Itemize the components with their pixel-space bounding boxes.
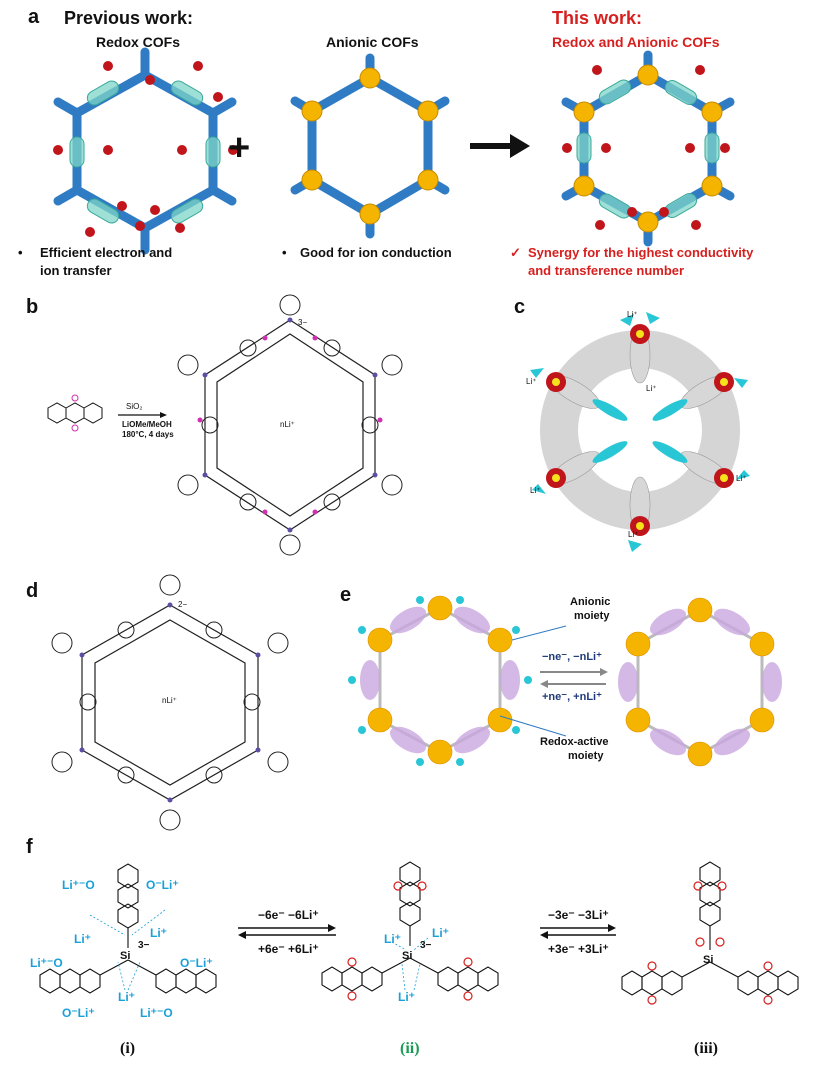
li-label-ii-2: Li⁺ — [432, 926, 449, 940]
anionic-cofs-label: Anionic COFs — [326, 34, 419, 50]
previous-work-title: Previous work: — [64, 8, 194, 28]
si-label-iii: Si — [703, 954, 714, 966]
li-label-c-2: Li⁺ — [526, 377, 537, 386]
bullet-2-text: Good for ion conduction — [300, 245, 452, 260]
nli-center-b: nLi⁺ — [280, 420, 295, 429]
o-li-label-i-1: O⁻Li⁺ — [146, 878, 179, 892]
bullet-1-dot: • — [18, 245, 23, 260]
check-icon: ✓ — [510, 245, 521, 260]
oxygen-atoms-left — [53, 61, 238, 237]
label-iii: (iii) — [694, 1040, 718, 1057]
li-o-label-i-2: Li⁺⁻O — [30, 956, 63, 970]
structure-iii — [621, 861, 799, 996]
anionic-nodes-right — [573, 64, 723, 233]
eq2-forward-label: −3e⁻ −3Li⁺ — [548, 908, 609, 922]
panel-label-c: c — [514, 296, 526, 318]
panel-label-e: e — [340, 584, 352, 606]
redox-cofs-label: Redox COFs — [96, 34, 181, 50]
eq2-backward-label: +3e⁻ +3Li⁺ — [548, 942, 609, 956]
bullet-3-line-1: Synergy for the highest conductivity — [528, 245, 754, 260]
li-o-label-i-3: Li⁺⁻O — [140, 1006, 173, 1020]
o-li-label-i-2: O⁻Li⁺ — [180, 956, 213, 970]
eq1-backward-label: +6e⁻ +6Li⁺ — [258, 942, 319, 956]
li-label-ii-1: Li⁺ — [384, 932, 401, 946]
label-i: (i) — [120, 1040, 136, 1057]
redox-units-left — [69, 80, 221, 224]
li-label-c-5: Li⁺ — [530, 486, 541, 495]
si-label-ii: Si — [402, 950, 413, 962]
this-work-subtitle: Redox and Anionic COFs — [552, 34, 720, 50]
conditions-line-2: 180°C, 4 days — [122, 430, 174, 439]
oxygen-atoms-right — [562, 65, 730, 230]
li-label-c-3: Li⁺ — [646, 384, 657, 393]
charge-label-i: 3− — [138, 940, 150, 951]
nli-center-d: nLi⁺ — [162, 696, 177, 705]
si-label-i: Si — [120, 950, 131, 962]
panel-label-b: b — [26, 296, 39, 318]
forward-reaction: −ne⁻, −nLi⁺ — [542, 651, 602, 663]
panel-label-f: f — [26, 836, 33, 858]
charge-d: 2− — [178, 600, 188, 609]
o-li-label-i-3: O⁻Li⁺ — [62, 1006, 95, 1020]
bullet-3-line-2: and transference number — [528, 263, 685, 278]
li-label-ii-3: Li⁺ — [398, 990, 415, 1004]
redox-moiety-label-1: Redox-active — [540, 736, 609, 748]
li-label-i-2: Li⁺ — [150, 926, 167, 940]
conditions-line-1: LiOMe/MeOH — [122, 420, 172, 429]
reagent-label: SiO₂ — [126, 402, 143, 411]
arrow-right — [470, 134, 530, 158]
this-work-title: This work: — [552, 8, 643, 28]
backward-reaction: +ne⁻, +nLi⁺ — [542, 691, 602, 703]
charge-b: 3− — [298, 318, 308, 327]
li-label-c-1: Li⁺ — [627, 310, 638, 319]
label-ii: (ii) — [400, 1040, 420, 1057]
structure-ii — [321, 861, 499, 992]
panel-label-a: a — [28, 6, 40, 28]
bullet-1-line-2: ion transfer — [40, 263, 112, 278]
li-label-c-6: Li⁺ — [628, 530, 639, 539]
monomer-structure — [47, 402, 103, 424]
li-label-c-4: Li⁺ — [736, 474, 747, 483]
plus-sign: + — [228, 127, 250, 169]
li-o-label-i-1: Li⁺⁻O — [62, 878, 95, 892]
anionic-moiety-label-1: Anionic — [570, 596, 611, 608]
bullet-1-line-1: Efficient electron and — [40, 245, 173, 260]
anionic-moiety-label-2: moiety — [574, 610, 610, 622]
redox-cof-hexagon — [53, 47, 237, 255]
li-label-i-1: Li⁺ — [74, 932, 91, 946]
panel-a-diagram: + — [53, 47, 735, 255]
anionic-nodes — [301, 67, 439, 225]
bullet-2-dot: • — [282, 245, 287, 260]
eq1-forward-label: −6e⁻ −6Li⁺ — [258, 908, 319, 922]
li-label-i-3: Li⁺ — [118, 990, 135, 1004]
redox-moiety-label-2: moiety — [568, 750, 604, 762]
charge-label-ii: 3− — [420, 940, 432, 951]
panel-label-d: d — [26, 580, 39, 602]
